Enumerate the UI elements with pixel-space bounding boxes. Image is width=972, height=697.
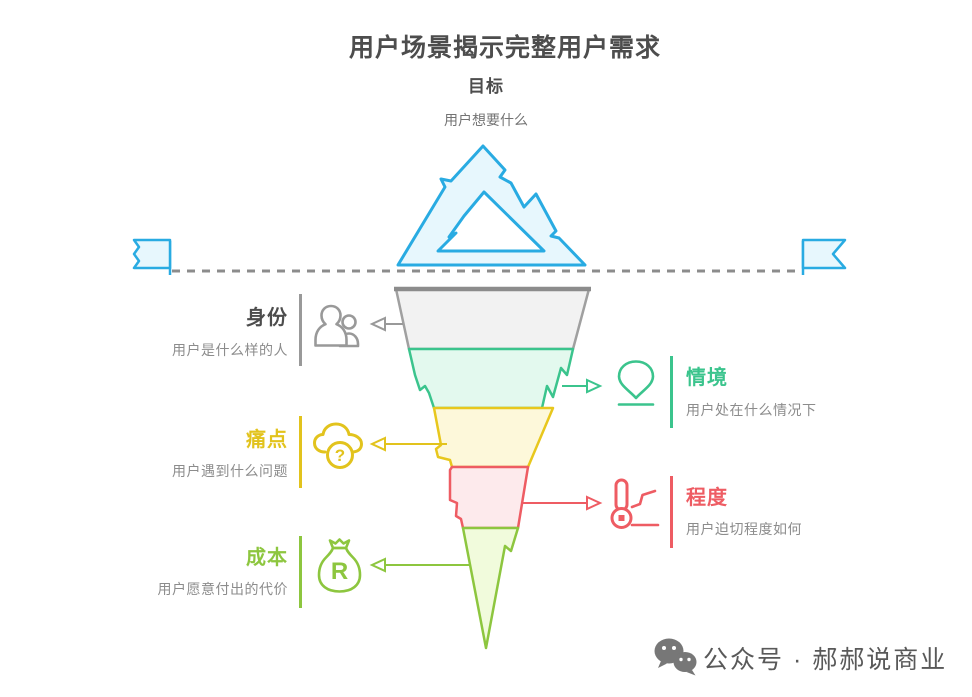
right-flag-icon <box>801 238 847 270</box>
pain-point-divider <box>299 416 302 488</box>
pain-point-desc: 用户遇到什么问题 <box>172 463 288 479</box>
cost-arrow <box>369 557 470 573</box>
degree-desc: 用户迫切程度如何 <box>686 521 802 537</box>
people-icon <box>312 301 364 356</box>
funnel-layer-identity <box>394 287 591 351</box>
funnel-layer-context <box>407 347 575 410</box>
thermometer-icon <box>607 477 661 536</box>
context-arrow <box>562 378 603 394</box>
identity-arrow <box>369 316 403 332</box>
cost-divider <box>299 536 302 608</box>
cost-desc: 用户愿意付出的代价 <box>157 581 288 597</box>
funnel-layer-pain-point <box>432 406 555 469</box>
degree-arrow <box>523 495 603 511</box>
context-divider <box>670 356 673 428</box>
degree-divider <box>670 476 673 548</box>
iceberg-mountain-inner <box>436 190 546 253</box>
identity-divider <box>299 294 302 366</box>
currency-glyph: R <box>331 558 348 585</box>
funnel-layer-degree <box>448 465 530 530</box>
context-title: 情境 <box>686 367 728 389</box>
location-pin-icon <box>613 358 659 413</box>
left-flag-icon <box>132 238 172 270</box>
goal-caption: 用户想要什么 <box>444 112 528 128</box>
pain-point-arrow <box>369 436 447 452</box>
identity-desc: 用户是什么样的人 <box>172 342 288 358</box>
footer-wechat-label: 公众号 · 郝郝说商业 <box>703 646 948 674</box>
page-title: 用户场景揭示完整用户需求 <box>348 34 661 62</box>
degree-title: 程度 <box>686 487 728 509</box>
identity-title: 身份 <box>246 307 288 329</box>
pain-point-title: 痛点 <box>246 429 288 451</box>
cost-title: 成本 <box>246 547 288 569</box>
wechat-icon <box>652 636 700 683</box>
goal-label: 目标 <box>468 77 504 96</box>
question-glyph: ? <box>335 446 345 465</box>
funnel-layer-cost <box>461 526 520 650</box>
money-bag-icon: R <box>316 537 364 600</box>
cloud-question-icon: ? <box>311 420 365 477</box>
context-desc: 用户处在什么情况下 <box>686 402 817 418</box>
